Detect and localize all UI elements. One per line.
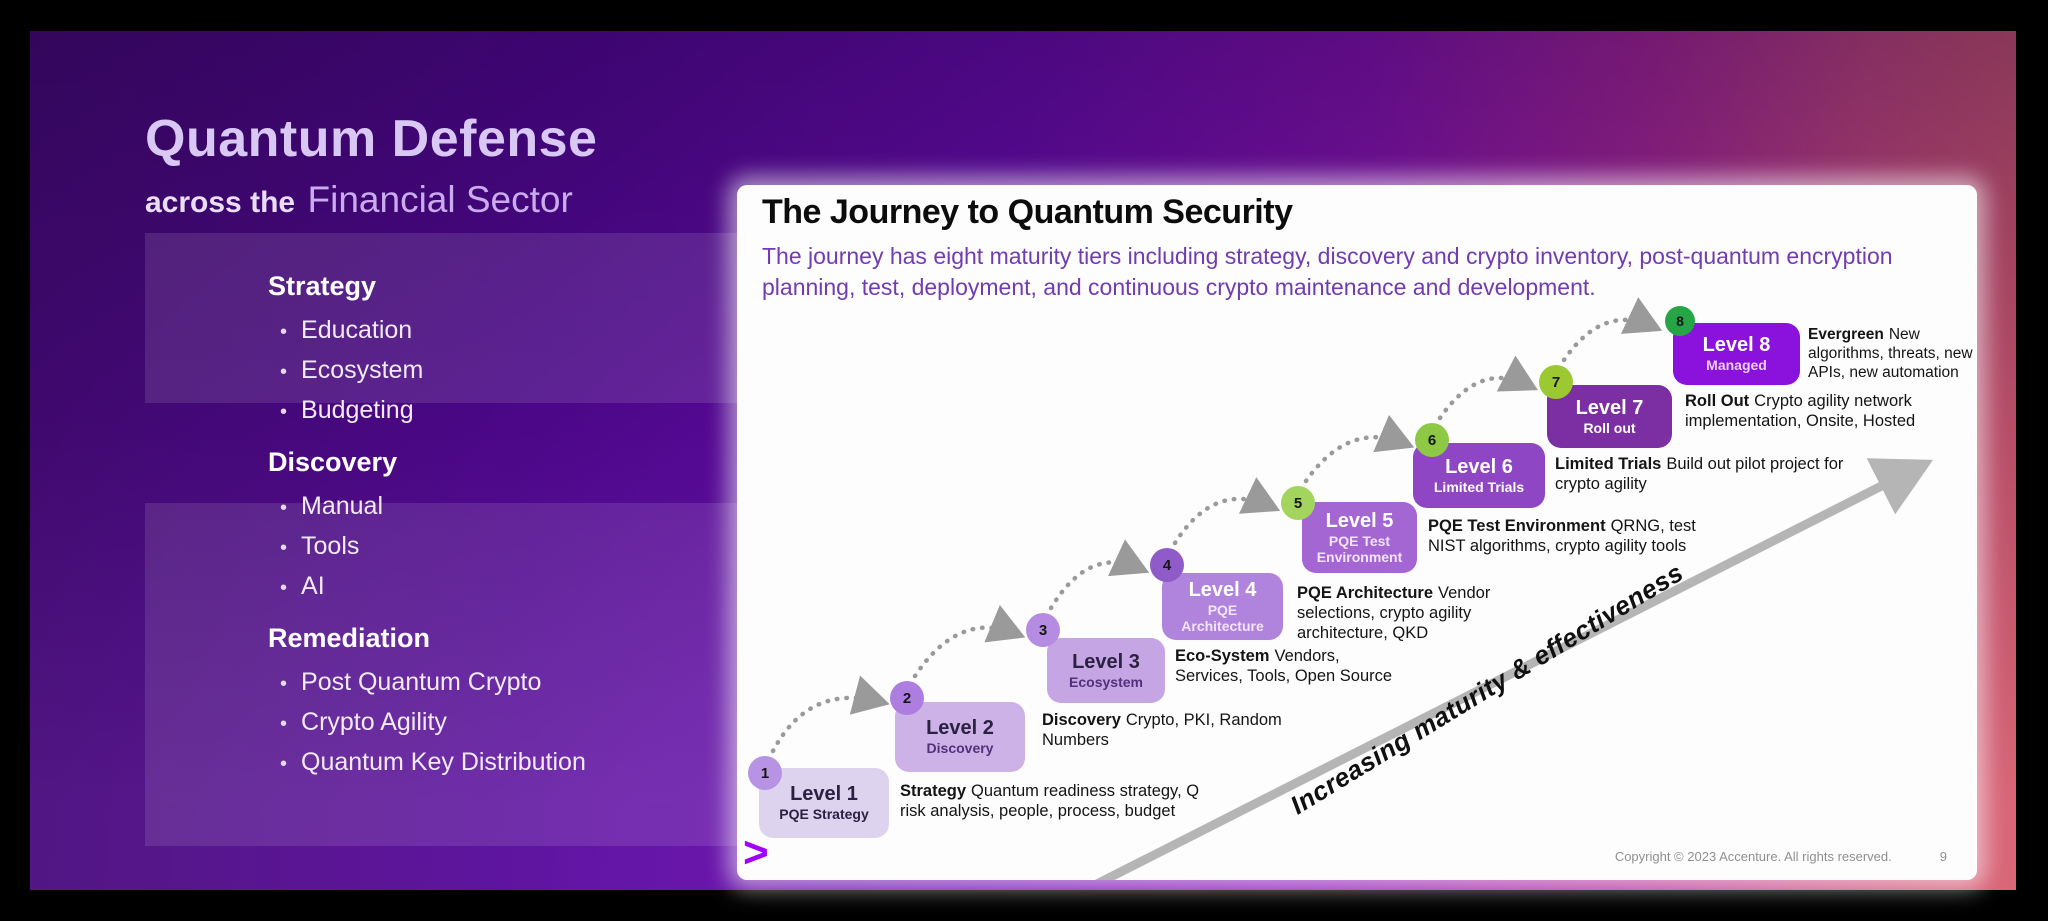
desc-text: Vendor selections, crypto agility archit…: [1297, 584, 1491, 643]
level-name: Level 6: [1445, 455, 1513, 478]
desc-label: Evergreen: [1808, 326, 1884, 343]
desc-label: PQE Architecture: [1297, 584, 1434, 602]
list-item: Budgeting: [268, 391, 698, 431]
level-name: Level 1: [790, 783, 858, 806]
list-item: Crypto Agility: [268, 703, 698, 743]
slide-subtitle: across the Financial Sector: [145, 179, 573, 221]
level-6-badge: 6: [1415, 423, 1449, 457]
page-number: 9: [1939, 849, 1947, 864]
sidebar-section-heading-discovery: Discovery: [268, 447, 398, 477]
level-tier: Limited Trials: [1433, 478, 1525, 495]
level-tier: Roll out: [1583, 419, 1636, 436]
desc-label: PQE Test Environment: [1428, 517, 1606, 535]
desc-text: Crypto agility network implementation, O…: [1685, 392, 1916, 431]
desc-text: Build out pilot project for crypto agili…: [1555, 455, 1844, 494]
desc-text: Crypto, PKI, Random Numbers: [1042, 711, 1282, 750]
sidebar: Strategy Education Ecosystem Budgeting D…: [268, 269, 698, 797]
level-1-box: Level 1 PQE Strategy: [759, 768, 889, 838]
level-3-badge: 3: [1026, 613, 1060, 647]
slide-title: Quantum Defense: [145, 110, 598, 168]
level-name: Level 5: [1325, 510, 1394, 533]
level-7-box: Level 7 Roll out: [1547, 385, 1672, 448]
sidebar-section-heading-strategy: Strategy: [268, 271, 377, 301]
level-tier: Managed: [1706, 357, 1767, 374]
level-name: Level 2: [926, 717, 994, 740]
accenture-logo: >: [743, 828, 769, 877]
desc-label: Limited Trials: [1555, 455, 1662, 473]
desc-text: Quantum readiness strategy, Q risk analy…: [900, 782, 1200, 821]
desc-text: Vendors, Services, Tools, Open Source: [1175, 647, 1393, 686]
journey-title: The Journey to Quantum Security: [762, 193, 1293, 231]
presentation-slide: Quantum Defense across the Financial Sec…: [30, 31, 2016, 890]
level-name: Level 8: [1702, 334, 1771, 357]
footer-copyright: Copyright © 2023 Accenture. All rights r…: [1614, 849, 1892, 864]
journey-intro: The journey has eight maturity tiers inc…: [762, 243, 1893, 301]
level-7-badge: 7: [1539, 365, 1573, 399]
level-tier: PQE Test Environment: [1316, 533, 1403, 565]
level-5-badge: 5: [1281, 486, 1315, 520]
sidebar-section-heading-remediation: Remediation: [268, 623, 431, 653]
level-tier: Discovery: [926, 740, 994, 757]
level-tier: PQE Strategy: [779, 806, 869, 823]
list-item: Tools: [268, 527, 698, 567]
subtitle-emphasis: Financial Sector: [307, 179, 573, 220]
level-tier: PQE Architecture: [1181, 602, 1264, 634]
sidebar-list-strategy: Education Ecosystem Budgeting: [268, 311, 698, 431]
subtitle-prefix: across the: [145, 186, 296, 219]
sidebar-list-remediation: Post Quantum Crypto Crypto Agility Quant…: [268, 663, 698, 783]
list-item: Ecosystem: [268, 351, 698, 391]
level-8-box: Level 8 Managed: [1673, 323, 1800, 385]
level-2-box: Level 2 Discovery: [895, 702, 1025, 772]
level-name: Level 4: [1188, 579, 1257, 602]
sidebar-list-discovery: Manual Tools AI: [268, 487, 698, 607]
list-item: Education: [268, 311, 698, 351]
level-name: Level 7: [1575, 396, 1644, 419]
desc-text: New algorithms, threats, new APIs, new a…: [1808, 326, 1973, 381]
level-1-badge: 1: [748, 756, 782, 790]
list-item: Manual: [268, 487, 698, 527]
level-tier: Ecosystem: [1069, 673, 1143, 690]
level-5-box: Level 5 PQE Test Environment: [1302, 502, 1417, 573]
level-8-badge: 8: [1665, 306, 1695, 336]
desc-text: QRNG, test NIST algorithms, crypto agili…: [1428, 517, 1696, 556]
level-3-box: Level 3 Ecosystem: [1047, 638, 1165, 703]
journey-card: The Journey to Quantum Security The jour…: [737, 185, 1977, 880]
desc-label: Eco-System: [1175, 647, 1270, 665]
list-item: Quantum Key Distribution: [268, 743, 698, 783]
desc-label: Discovery: [1042, 711, 1121, 729]
list-item: AI: [268, 567, 698, 607]
level-4-box: Level 4 PQE Architecture: [1162, 573, 1283, 640]
level-name: Level 3: [1072, 650, 1140, 673]
desc-label: Strategy: [900, 782, 967, 800]
list-item: Post Quantum Crypto: [268, 663, 698, 703]
card-footer: Copyright © 2023 Accenture. All rights r…: [1615, 849, 1947, 864]
desc-label: Roll Out: [1685, 392, 1750, 410]
level-2-badge: 2: [890, 681, 924, 715]
level-4-badge: 4: [1150, 548, 1184, 582]
